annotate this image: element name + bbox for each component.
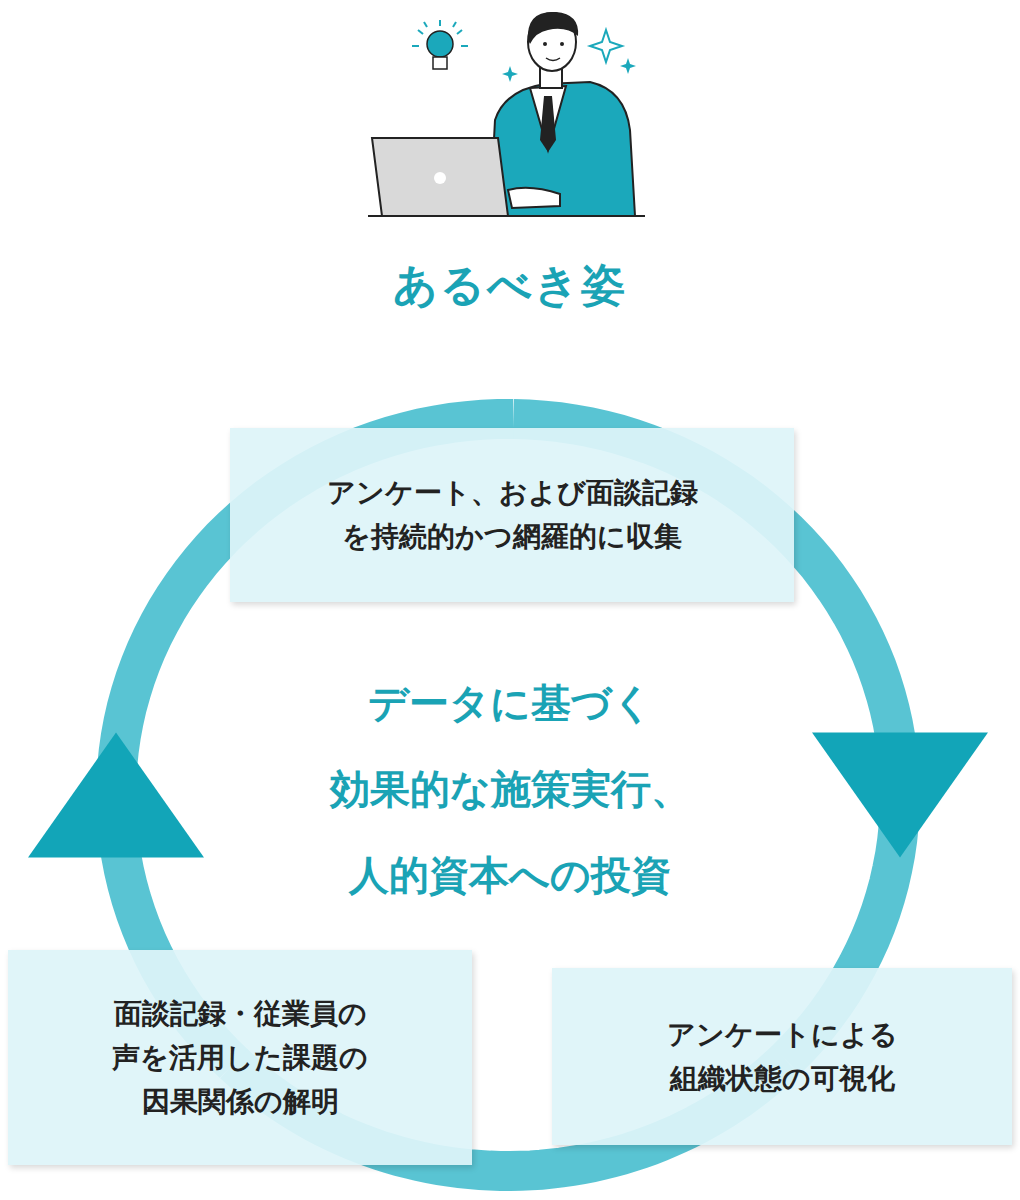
arrow-head [812, 733, 988, 858]
box-text-group: アンケートによる 組織状態の可視化 [572, 1013, 992, 1101]
process-box: アンケート、および面談記録 を持続的かつ網羅的に収集 [230, 428, 794, 602]
box-text-group: アンケート、および面談記録 を持続的かつ網羅的に収集 [254, 471, 770, 559]
box-text-group: 面談記録・従業員の 声を活用した課題の 因果関係の解明 [28, 992, 452, 1124]
worker-illustration [368, 12, 645, 216]
process-box: 面談記録・従業員の 声を活用した課題の 因果関係の解明 [8, 950, 472, 1165]
diagram-title: あるべき姿 [0, 256, 1020, 315]
center-statement: データに基づく 効果的な施策実行、 人的資本への投資 [300, 660, 720, 918]
arrow-head [28, 733, 204, 858]
box-text: アンケート、および面談記録 を持続的かつ網羅的に収集 [254, 471, 770, 559]
box-text: アンケートによる 組織状態の可視化 [572, 1013, 992, 1101]
process-box: アンケートによる 組織状態の可視化 [552, 968, 1012, 1145]
box-text: 面談記録・従業員の 声を活用した課題の 因果関係の解明 [28, 992, 452, 1124]
